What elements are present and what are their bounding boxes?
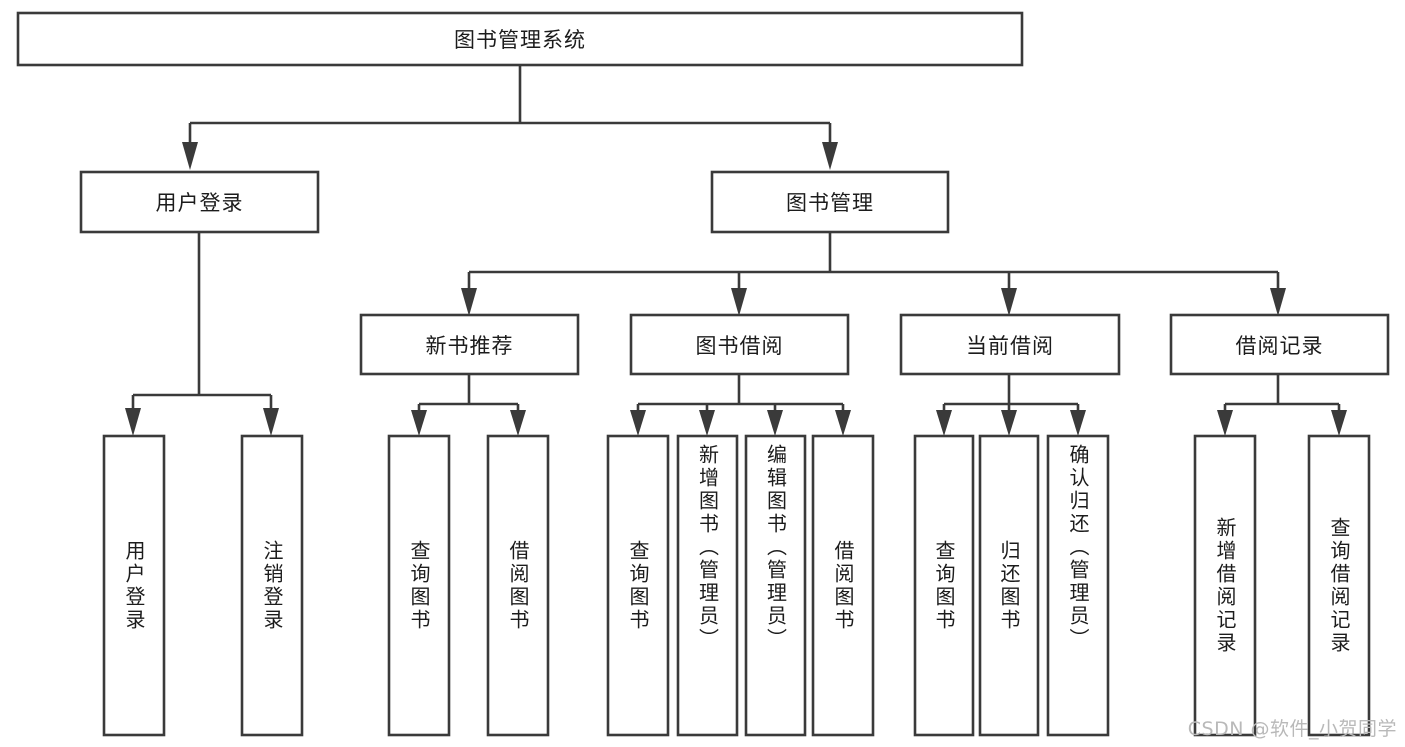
leaf-label-query-borrow-record: 查询借阅记录 <box>1327 516 1351 655</box>
arrow-head-icon <box>936 410 952 436</box>
node-new-book-recommend[interactable] <box>359 313 580 376</box>
leaf-cell-borrow-book[interactable]: 借阅图书 <box>813 436 873 735</box>
label-current-borrow: 当前借阅 <box>966 333 1054 358</box>
leaf-cell-query-borrow-record[interactable]: 查询借阅记录 <box>1309 436 1369 735</box>
leaf-label-query-book-recommend: 查询图书 <box>407 539 431 632</box>
label-new-book-recommend: 新书推荐 <box>425 333 514 358</box>
leaf-cell-query-book-current[interactable]: 查询图书 <box>915 436 973 735</box>
leaf-label-logout-login: 注销登录 <box>260 539 284 632</box>
label-book-borrow: 图书借阅 <box>695 333 784 358</box>
leaf-box-logout-login[interactable] <box>240 434 304 737</box>
connector-userlogin-to-leaves <box>125 232 279 436</box>
leaf-label-user-login: 用户登录 <box>122 539 146 632</box>
leaf-label-return-book: 归还图书 <box>997 539 1021 632</box>
connector-borrowrecord-to-leaves <box>1217 374 1347 436</box>
leaf-cell-add-borrow-record[interactable]: 新增借阅记录 <box>1195 436 1255 735</box>
leaf-box-borrow-book-recommend[interactable] <box>486 434 550 737</box>
node-current-borrow[interactable] <box>899 313 1121 376</box>
leaf-box-confirm-return-admin[interactable] <box>1046 434 1110 737</box>
arrow-head-icon <box>835 410 851 436</box>
arrow-head-icon <box>699 410 715 436</box>
leaf-box-borrow-book[interactable] <box>811 434 875 737</box>
leaf-label-edit-book-admin: 编辑图书（管理员） <box>763 444 788 651</box>
arrow-head-icon <box>182 142 198 170</box>
arrow-head-icon <box>461 288 477 316</box>
leaf-box-add-borrow-record[interactable] <box>1193 434 1257 737</box>
leaf-cell-query-book-recommend[interactable]: 查询图书 <box>389 436 449 735</box>
label-user-login: 用户登录 <box>155 191 244 215</box>
arrow-head-icon <box>1217 410 1233 436</box>
connector-root-to-level1 <box>182 65 838 170</box>
leaf-box-edit-book-admin[interactable] <box>744 434 807 737</box>
leaf-cell-edit-book-admin[interactable]: 编辑图书（管理员） <box>746 436 805 735</box>
leaf-label-query-book-borrow: 查询图书 <box>626 539 650 632</box>
leaf-cell-logout-login[interactable]: 注销登录 <box>242 436 302 735</box>
arrow-head-icon <box>1331 410 1347 436</box>
label-borrow-record: 借阅记录 <box>1235 333 1324 358</box>
node-book-borrow[interactable] <box>629 313 850 376</box>
connector-bookborrow-to-leaves <box>630 374 851 436</box>
arrow-head-icon <box>822 142 838 170</box>
label-book-management: 图书管理 <box>786 191 874 215</box>
node-borrow-record[interactable] <box>1169 313 1390 376</box>
connector-currentborrow-to-leaves <box>936 374 1086 436</box>
leaf-box-query-borrow-record[interactable] <box>1307 434 1371 737</box>
arrow-head-icon <box>1001 410 1017 436</box>
connector-bookmgmt-to-level2 <box>461 232 1286 316</box>
label-root-book-management-system: 图书管理系统 <box>454 28 586 52</box>
node-root-book-management-system[interactable] <box>16 11 1024 67</box>
arrow-head-icon <box>1070 410 1086 436</box>
arrow-head-icon <box>1270 288 1286 316</box>
leaf-box-add-book-admin[interactable] <box>676 434 739 737</box>
arrow-head-icon <box>731 288 747 316</box>
node-book-management[interactable] <box>710 170 950 234</box>
arrow-head-icon <box>767 410 783 436</box>
leaf-cell-query-book-borrow[interactable]: 查询图书 <box>608 436 668 735</box>
leaf-label-borrow-book: 借阅图书 <box>831 539 855 632</box>
leaf-box-query-book-current[interactable] <box>913 434 975 737</box>
arrow-head-icon <box>510 410 526 436</box>
arrow-head-icon <box>411 410 427 436</box>
leaf-box-return-book[interactable] <box>978 434 1040 737</box>
leaf-box-user-login[interactable] <box>102 434 166 737</box>
arrow-head-icon <box>1001 288 1017 316</box>
arrow-head-icon <box>125 408 141 436</box>
leaf-label-query-book-current: 查询图书 <box>932 539 956 632</box>
arrow-head-icon <box>263 408 279 436</box>
leaf-box-query-book-recommend[interactable] <box>387 434 451 737</box>
leaf-label-confirm-return-admin: 确认归还（管理员） <box>1066 444 1090 651</box>
connector-newbook-to-leaves <box>411 374 526 436</box>
leaf-label-add-borrow-record: 新增借阅记录 <box>1213 516 1237 655</box>
arrow-head-icon <box>630 410 646 436</box>
leaf-cell-add-book-admin[interactable]: 新增图书（管理员） <box>678 436 737 735</box>
leaf-cell-user-login[interactable]: 用户登录 <box>104 436 164 735</box>
leaf-box-query-book-borrow[interactable] <box>606 434 670 737</box>
leaf-cell-borrow-book-recommend[interactable]: 借阅图书 <box>488 436 548 735</box>
node-user-login[interactable] <box>79 170 320 234</box>
leaf-cell-confirm-return-admin[interactable]: 确认归还（管理员） <box>1048 436 1108 735</box>
leaf-cell-return-book[interactable]: 归还图书 <box>980 436 1038 735</box>
leaf-label-borrow-book-recommend: 借阅图书 <box>506 539 530 632</box>
leaf-label-add-book-admin: 新增图书（管理员） <box>695 444 720 651</box>
